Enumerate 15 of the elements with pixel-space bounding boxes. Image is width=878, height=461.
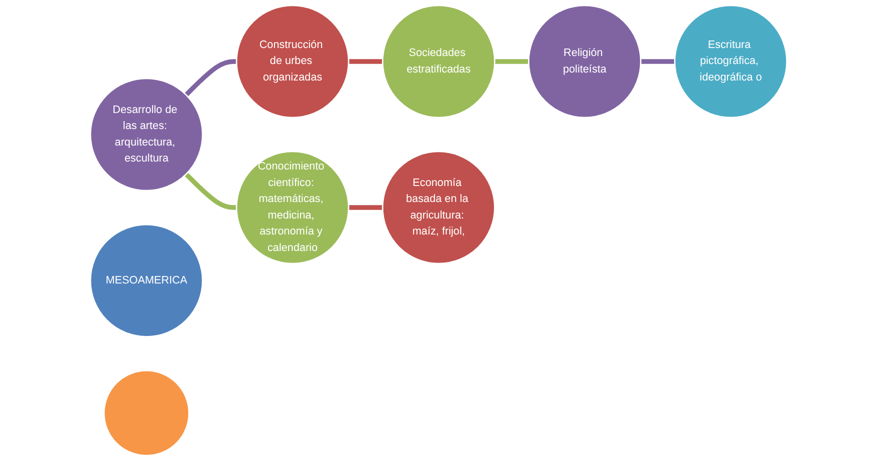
connector <box>348 205 383 210</box>
node-circle: Desarrollo de las artes: arquitectura, escultura <box>90 78 204 192</box>
connector <box>348 59 383 64</box>
connector <box>641 59 676 64</box>
node-circle: Sociedades estratificadas <box>382 4 496 118</box>
connector <box>184 172 237 210</box>
connector <box>184 59 237 97</box>
node-circle: Economía basada en la agricultura: maíz, frijol, <box>382 150 496 264</box>
node-circle: Escritura pictográfica, ideográfica o <box>674 4 788 118</box>
node-circle: Conocimiento científico: matemáticas, medicina, astronomía y calendario <box>236 150 350 264</box>
connector <box>495 59 530 64</box>
node-circle: Religión politeísta <box>528 4 642 118</box>
node-circle <box>104 370 190 456</box>
node-circle: MESOAMERICA <box>90 224 204 338</box>
node-circle: Construcción de urbes organizadas <box>236 4 350 118</box>
